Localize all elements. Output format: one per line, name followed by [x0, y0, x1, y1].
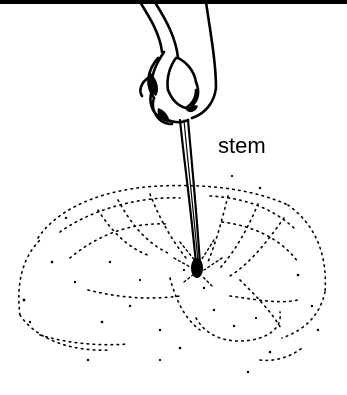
- stem-label: stem: [218, 133, 266, 159]
- hand-icon: [140, 2, 216, 124]
- plant-stem: [180, 120, 200, 264]
- plant-foliage-outline: [19, 186, 326, 361]
- texture-dots: [23, 175, 320, 373]
